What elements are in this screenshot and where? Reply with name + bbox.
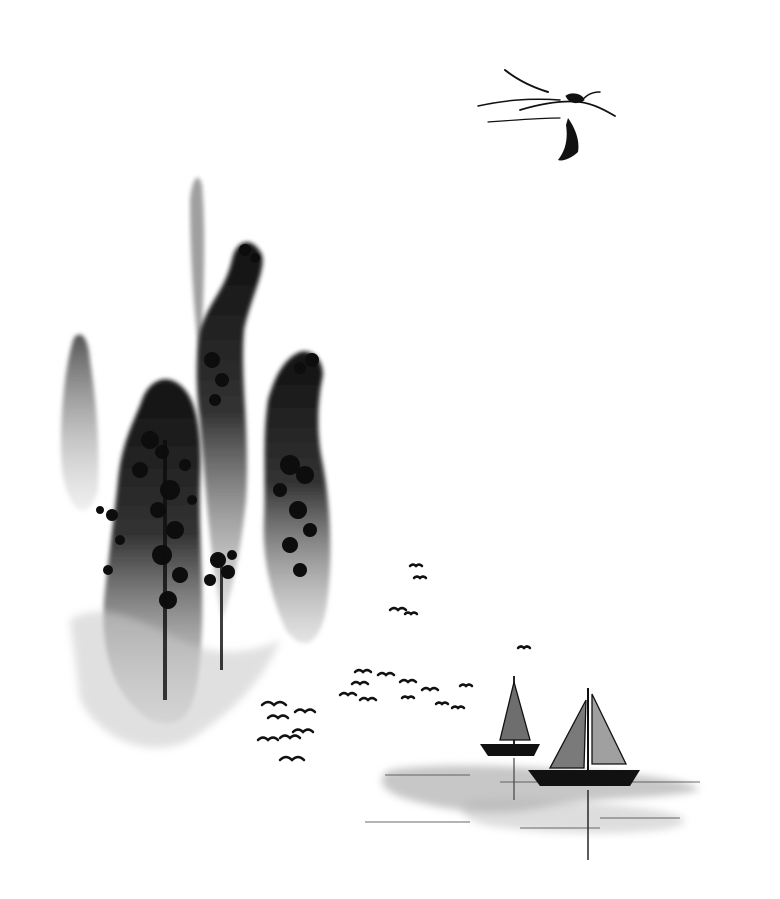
sailboat-large bbox=[528, 688, 640, 786]
bird bbox=[353, 668, 373, 674]
mountain-mist-base bbox=[70, 611, 280, 748]
bird bbox=[350, 680, 370, 686]
sailboat-small bbox=[480, 676, 540, 756]
sailboat-small-hull bbox=[480, 744, 540, 756]
bird bbox=[408, 563, 424, 568]
mountain-peak-center bbox=[196, 242, 263, 620]
crane-wing-left bbox=[477, 98, 561, 107]
sailboat-large-hull bbox=[528, 770, 640, 786]
bird bbox=[338, 691, 358, 697]
bird bbox=[516, 645, 532, 650]
bird bbox=[256, 736, 280, 742]
bird bbox=[412, 575, 428, 580]
tree-cluster-left bbox=[96, 431, 197, 700]
bird bbox=[388, 606, 408, 612]
bird bbox=[400, 695, 416, 700]
mountain-spire bbox=[190, 177, 205, 360]
sailboat-large-sail-right bbox=[591, 693, 628, 765]
crane-wing-black bbox=[558, 118, 579, 161]
bird bbox=[266, 714, 290, 720]
sailboat-small-sail bbox=[499, 679, 531, 741]
bird bbox=[434, 701, 450, 706]
tree-cluster-right bbox=[239, 244, 319, 577]
bird bbox=[358, 696, 378, 702]
sailboat-large-sail-left bbox=[548, 699, 587, 769]
bird bbox=[458, 683, 474, 688]
bird bbox=[450, 705, 466, 710]
mountain-peak-right bbox=[263, 351, 331, 644]
bird bbox=[278, 734, 302, 740]
bird bbox=[293, 708, 317, 714]
crane-wing-upper bbox=[504, 69, 549, 93]
tree-cluster-center bbox=[204, 352, 237, 670]
crane-head bbox=[565, 93, 585, 104]
bird-flock bbox=[256, 563, 532, 762]
mountain-peak-far-left bbox=[60, 334, 99, 511]
crane-legs bbox=[487, 117, 561, 123]
water-wash-lower bbox=[461, 798, 685, 833]
bird bbox=[398, 678, 418, 684]
bird bbox=[403, 611, 419, 616]
bird bbox=[260, 700, 288, 707]
bird bbox=[278, 755, 306, 762]
pine-trees bbox=[96, 244, 319, 700]
bird bbox=[420, 686, 440, 692]
bird bbox=[291, 728, 315, 734]
crane-icon bbox=[477, 69, 616, 161]
bird bbox=[376, 671, 396, 677]
